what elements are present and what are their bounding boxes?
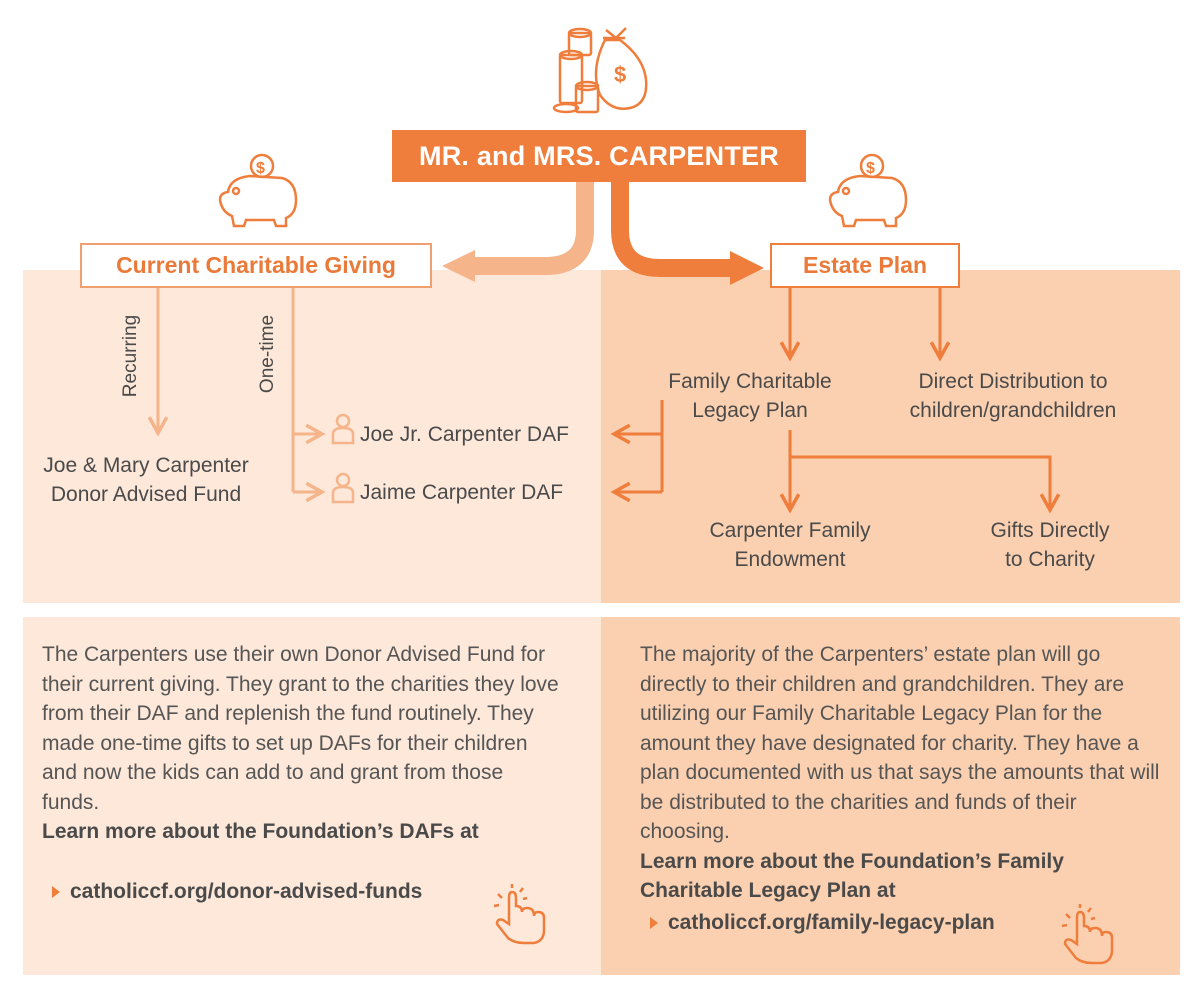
- gifts-to-charity: Gifts Directly to Charity: [950, 516, 1150, 574]
- recurring-label: Recurring: [120, 314, 141, 398]
- right-top-panel: [601, 270, 1180, 603]
- pointing-hand-icon: [1061, 904, 1114, 965]
- family-legacy-plan: Family Charitable Legacy Plan: [640, 367, 860, 425]
- legacy-link-text[interactable]: catholiccf.org/family-legacy-plan: [668, 911, 995, 934]
- joe-mary-fund-line1: Joe & Mary Carpenter: [43, 454, 249, 477]
- person-icon: [331, 472, 355, 504]
- left-bottom-panel: [23, 617, 601, 975]
- daf-link[interactable]: catholiccf.org/donor-advised-funds: [52, 880, 422, 904]
- family-endowment-line2: Endowment: [734, 548, 846, 571]
- family-endowment-line1: Carpenter Family: [709, 519, 871, 542]
- money-bag-icon: $: [552, 27, 648, 114]
- family-legacy-plan-line1: Family Charitable: [668, 370, 832, 393]
- one-time-label: One-time: [257, 314, 278, 394]
- left-paragraph: The Carpenters use their own Donor Advis…: [42, 643, 559, 814]
- person-icon: [331, 413, 355, 445]
- piggy-bank-icon: $: [828, 153, 908, 228]
- jaime-daf: Jaime Carpenter DAF: [360, 481, 564, 504]
- svg-text:$: $: [866, 160, 875, 177]
- svg-text:$: $: [256, 160, 265, 177]
- daf-link-text[interactable]: catholiccf.org/donor-advised-funds: [70, 880, 423, 903]
- legacy-link[interactable]: catholiccf.org/family-legacy-plan: [650, 911, 995, 935]
- caret-right-icon: [52, 886, 60, 898]
- svg-text:$: $: [614, 62, 626, 87]
- current-giving-heading: Current Charitable Giving: [80, 243, 432, 288]
- joe-mary-fund: Joe & Mary Carpenter Donor Advised Fund: [20, 451, 272, 509]
- joe-mary-fund-line2: Donor Advised Fund: [50, 483, 242, 506]
- estate-plan-heading: Estate Plan: [770, 243, 960, 288]
- right-description: The majority of the Carpenters’ estate p…: [640, 640, 1160, 906]
- direct-distribution: Direct Distribution to children/grandchi…: [870, 367, 1156, 425]
- right-paragraph: The majority of the Carpenters’ estate p…: [640, 643, 1160, 843]
- right-cta: Learn more about the Foundation’s Family…: [640, 849, 1064, 903]
- direct-distribution-line2: children/grandchildren: [909, 399, 1117, 422]
- left-cta: Learn more about the Foundation’s DAFs a…: [42, 820, 479, 843]
- left-description: The Carpenters use their own Donor Advis…: [42, 640, 562, 847]
- joe-jr-daf: Joe Jr. Carpenter DAF: [360, 423, 569, 446]
- gifts-to-charity-line1: Gifts Directly: [990, 519, 1110, 542]
- caret-right-icon: [650, 917, 658, 929]
- family-endowment: Carpenter Family Endowment: [680, 516, 900, 574]
- pointing-hand-icon: [493, 884, 546, 945]
- page-title: MR. and MRS. CARPENTER: [392, 130, 806, 182]
- direct-distribution-line1: Direct Distribution to: [918, 370, 1108, 393]
- family-legacy-plan-line2: Legacy Plan: [692, 399, 808, 422]
- piggy-bank-icon: $: [218, 153, 298, 228]
- gifts-to-charity-line2: to Charity: [1005, 548, 1095, 571]
